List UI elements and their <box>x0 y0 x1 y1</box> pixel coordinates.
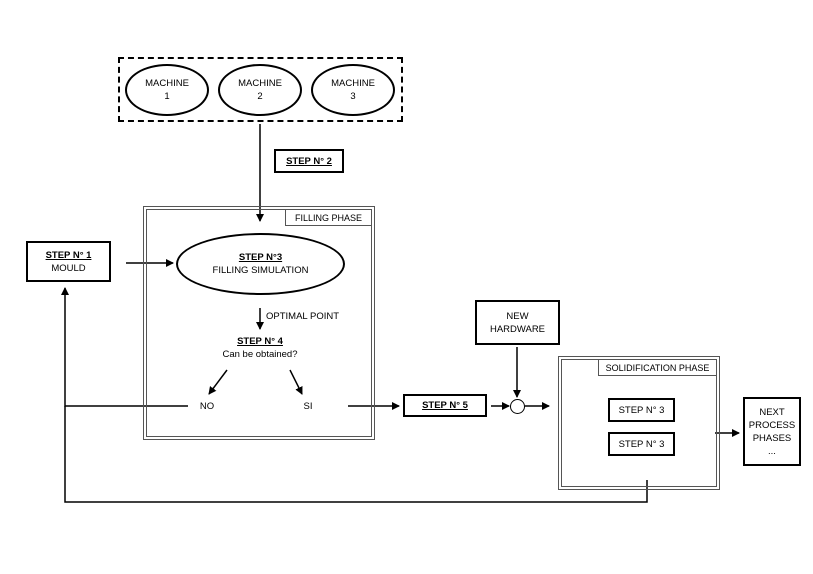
step-5-box: STEP N° 5 <box>403 394 487 417</box>
machine-3: MACHINE 3 <box>311 64 395 116</box>
machine-3-label: MACHINE <box>331 78 375 89</box>
solidification-phase-frame-inner <box>561 359 717 487</box>
step-3-title: STEP N°3 <box>238 252 283 263</box>
step-3-subtitle: FILLING SIMULATION <box>212 265 309 276</box>
next-phases-line1: NEXT <box>759 406 785 418</box>
machines-group <box>118 57 403 122</box>
optimal-point-label: OPTIMAL POINT <box>266 311 340 322</box>
solidification-phase-frame <box>558 356 720 490</box>
solidification-phase-title: SOLIDIFICATION PHASE <box>598 359 717 376</box>
solidification-step-3-b: STEP N° 3 <box>608 432 675 456</box>
step-1-box: STEP N° 1 MOULD <box>26 241 111 282</box>
machine-1-number: 1 <box>164 91 170 102</box>
step-2-label: STEP N° 2 <box>286 155 332 167</box>
answer-si: SI <box>303 401 313 412</box>
step-4-subtitle: Can be obtained? <box>222 349 298 360</box>
arrow-feedback-loop <box>64 406 648 503</box>
filling-phase-frame <box>143 206 375 440</box>
step-2-box: STEP N° 2 <box>274 149 344 173</box>
step-4-title: STEP N° 4 <box>237 336 283 347</box>
machine-1: MACHINE 1 <box>125 64 209 116</box>
step-1-title: STEP N° 1 <box>45 249 92 261</box>
next-phases-line2: PROCESS <box>748 419 796 431</box>
answer-no: NO <box>199 401 215 412</box>
step-3-filling-simulation: STEP N°3 FILLING SIMULATION <box>176 233 345 295</box>
arrow-to-no <box>208 369 228 395</box>
next-process-phases-box: NEXT PROCESS PHASES ... <box>743 397 801 466</box>
solidification-step-3-b-label: STEP N° 3 <box>618 438 665 450</box>
machine-2-label: MACHINE <box>238 78 282 89</box>
step-1-subtitle: MOULD <box>51 262 86 274</box>
solidification-step-3-a: STEP N° 3 <box>608 398 675 422</box>
machine-1-label: MACHINE <box>145 78 189 89</box>
new-hardware-line2: HARDWARE <box>489 323 546 335</box>
solidification-step-3-a-label: STEP N° 3 <box>618 404 665 416</box>
step-4-question: STEP N° 4 Can be obtained? <box>210 335 310 361</box>
next-phases-line4: ... <box>768 445 776 457</box>
machine-3-number: 3 <box>350 91 356 102</box>
junction-circle <box>510 399 525 414</box>
filling-phase-frame-inner <box>146 209 372 437</box>
solidification-phase-title-text: SOLIDIFICATION PHASE <box>605 362 710 373</box>
filling-phase-title-text: FILLING PHASE <box>294 212 363 223</box>
new-hardware-line1: NEW <box>506 310 529 322</box>
new-hardware-box: NEW HARDWARE <box>475 300 560 345</box>
step-5-label: STEP N° 5 <box>422 400 468 411</box>
arrow-to-si <box>289 369 303 395</box>
machine-2-number: 2 <box>257 91 263 102</box>
machine-2: MACHINE 2 <box>218 64 302 116</box>
next-phases-line3: PHASES <box>752 432 792 444</box>
filling-phase-title: FILLING PHASE <box>285 209 372 226</box>
